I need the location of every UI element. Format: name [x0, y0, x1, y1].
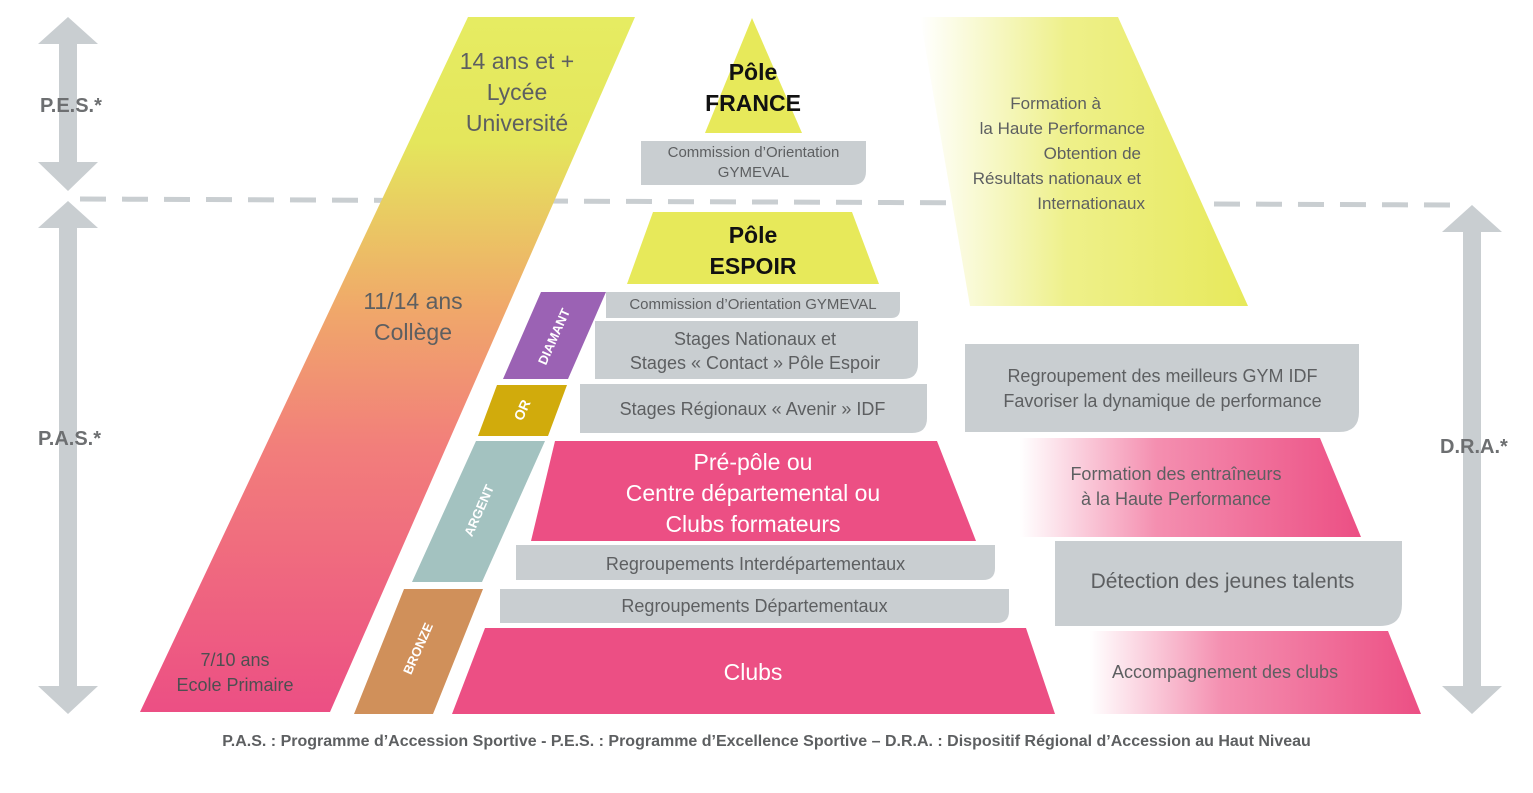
clubs-shape	[452, 628, 1055, 714]
pes-label: P.E.S.*	[40, 95, 102, 117]
commission-2-label: Commission d’Orientation GYMEVAL	[629, 296, 877, 313]
pes-arrow	[38, 17, 98, 191]
pas-arrow	[38, 201, 98, 714]
pole-france-shape	[705, 18, 802, 133]
formation-hp-label: Formation à la Haute Performance Obtenti…	[972, 94, 1145, 213]
stages-regionaux-shape	[580, 384, 927, 433]
dep-shape	[500, 589, 1009, 623]
interdep-label: Regroupements Interdépartementaux	[605, 554, 906, 574]
detection-label: Détection des jeunes talents	[1090, 570, 1355, 593]
accompagnement-shape	[1090, 631, 1421, 714]
commission-2-shape	[606, 292, 900, 318]
pes-pas-separator	[79, 196, 1451, 208]
pre-pole-shape	[531, 441, 976, 541]
pas-label: P.A.S.*	[38, 428, 101, 450]
dep-label: Regroupements Départementaux	[621, 596, 888, 616]
stages-regionaux-label: Stages Régionaux « Avenir » IDF	[619, 399, 886, 419]
or-block	[478, 385, 567, 436]
stages-nationaux-shape	[595, 321, 918, 379]
dra-arrow	[1442, 205, 1502, 714]
diamant-block	[503, 292, 606, 379]
clubs-label: Clubs	[723, 659, 783, 685]
formation-entraineurs-shape	[1020, 438, 1361, 537]
age-band	[140, 17, 635, 712]
pole-espoir-shape	[627, 212, 879, 284]
interdep-shape	[516, 545, 995, 580]
accompagnement-label: Accompagnement des clubs	[1111, 662, 1339, 682]
commission-1-shape	[641, 141, 866, 185]
bronze-block	[354, 589, 483, 714]
regroupement-shape	[965, 344, 1359, 432]
dra-label: D.R.A.*	[1440, 436, 1508, 458]
argent-block	[412, 441, 545, 582]
legend-footnote: P.A.S. : Programme d’Accession Sportive …	[222, 733, 1311, 750]
detection-shape	[1055, 541, 1402, 626]
formation-hp-shape	[920, 17, 1248, 306]
